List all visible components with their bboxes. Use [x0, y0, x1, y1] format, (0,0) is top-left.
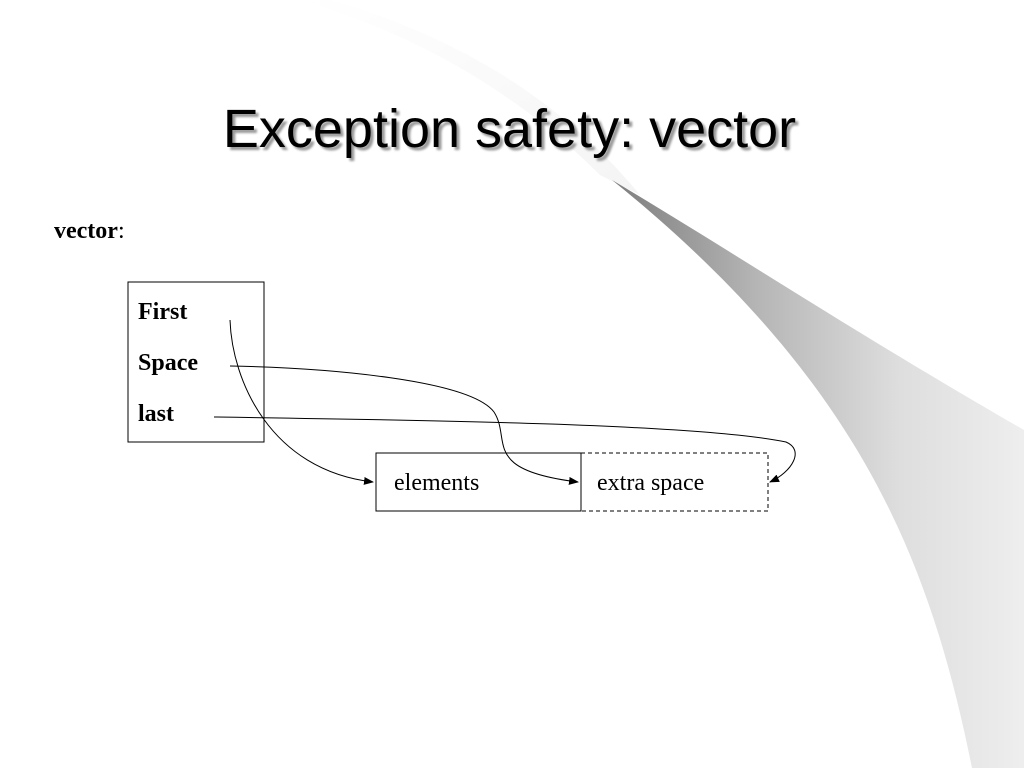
first-pointer-arrow [229, 319, 374, 485]
elements-box [375, 452, 582, 512]
section-label-colon: : [117, 218, 125, 244]
field-space: Space [138, 350, 198, 376]
section-label-bold: vector [54, 218, 118, 244]
extra-space-box [581, 452, 769, 512]
space-pointer-arrow [229, 365, 579, 485]
field-first: First [138, 299, 188, 325]
vector-struct-box [127, 281, 265, 443]
field-last: last [138, 401, 174, 427]
cell-extra-space: extra space [597, 470, 705, 496]
slide-title: Exception safety: vector [222, 99, 797, 159]
cell-elements: elements [394, 470, 480, 496]
last-pointer-arrow [213, 416, 796, 483]
section-label: vector: [54, 218, 125, 245]
